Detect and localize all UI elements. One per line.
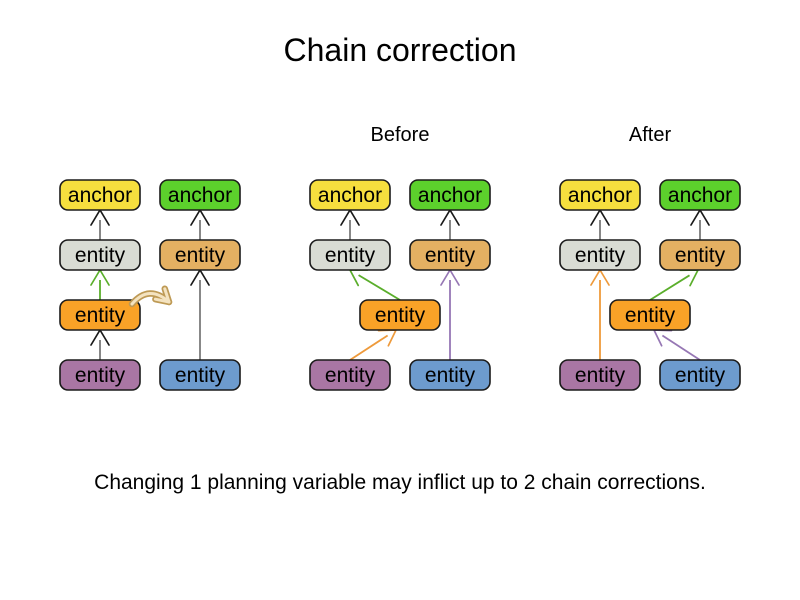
box-label: entity: [75, 304, 126, 327]
box-label: entity: [375, 304, 426, 327]
entity-box-orange: [609, 299, 691, 331]
box-label: entity: [575, 364, 626, 387]
box-label: anchor: [68, 184, 132, 207]
box-label: entity: [75, 364, 126, 387]
entity-box-purple: [309, 359, 391, 391]
entity-box-blue: [409, 359, 491, 391]
chain-arrow-green: [649, 274, 690, 301]
entity-box-orange: [59, 299, 141, 331]
anchor-box-yellow: [59, 179, 141, 211]
box-label: entity: [175, 244, 226, 267]
move-arrow-head: [153, 287, 171, 304]
box-label: entity: [175, 364, 226, 387]
entity-box-blue: [159, 359, 241, 391]
box-label: entity: [75, 244, 126, 267]
anchor-box-yellow: [559, 179, 641, 211]
anchor-box-green: [659, 179, 741, 211]
anchor-box-green: [409, 179, 491, 211]
entity-box-orange: [359, 299, 441, 331]
entity-box-tan: [159, 239, 241, 271]
group-label: Before: [371, 124, 430, 146]
move-arrow-curve: [130, 292, 171, 306]
entity-box-blue: [659, 359, 741, 391]
arrowhead-green: [679, 269, 700, 287]
entity-box-tan: [659, 239, 741, 271]
page-title: Chain correction: [284, 32, 517, 68]
box-label: entity: [575, 244, 626, 267]
box-label: anchor: [418, 184, 482, 207]
arrowhead-green: [348, 269, 369, 287]
diagram-group-before: Before anchor anchor entity entity entity enti…: [309, 124, 491, 391]
box-label: anchor: [318, 184, 382, 207]
box-label: anchor: [668, 184, 732, 207]
arrowhead-purple: [652, 329, 673, 347]
entity-box-tan: [409, 239, 491, 271]
box-label: entity: [425, 244, 476, 267]
anchor-box-green: [159, 179, 241, 211]
chain-arrow-purple: [661, 334, 701, 361]
diagram-group-plain: anchor anchor entity entity entity entity enti…: [59, 179, 241, 391]
box-label: entity: [675, 244, 726, 267]
entity-box-gray: [309, 239, 391, 271]
entity-box-gray: [559, 239, 641, 271]
arrowhead-orange: [377, 329, 398, 347]
move-arrow-layer: [128, 285, 173, 308]
box-label: anchor: [568, 184, 632, 207]
box-label: entity: [675, 364, 726, 387]
diagram-group-after: After anchor anchor entity entity entity entit…: [559, 124, 741, 391]
entity-box-gray: [59, 239, 141, 271]
entity-box-purple: [559, 359, 641, 391]
entity-box-purple: [59, 359, 141, 391]
anchor-box-yellow: [309, 179, 391, 211]
box-label: entity: [425, 364, 476, 387]
box-label: entity: [325, 244, 376, 267]
box-label: anchor: [168, 184, 232, 207]
box-label: entity: [625, 304, 676, 327]
caption: Changing 1 planning variable may inflict…: [94, 471, 706, 494]
group-label: After: [629, 124, 672, 146]
box-label: entity: [325, 364, 376, 387]
diagram-groups: anchor anchor entity entity entity entity enti…: [59, 124, 741, 391]
chain-arrow-green: [358, 274, 401, 301]
chain-arrow-orange: [349, 334, 389, 361]
